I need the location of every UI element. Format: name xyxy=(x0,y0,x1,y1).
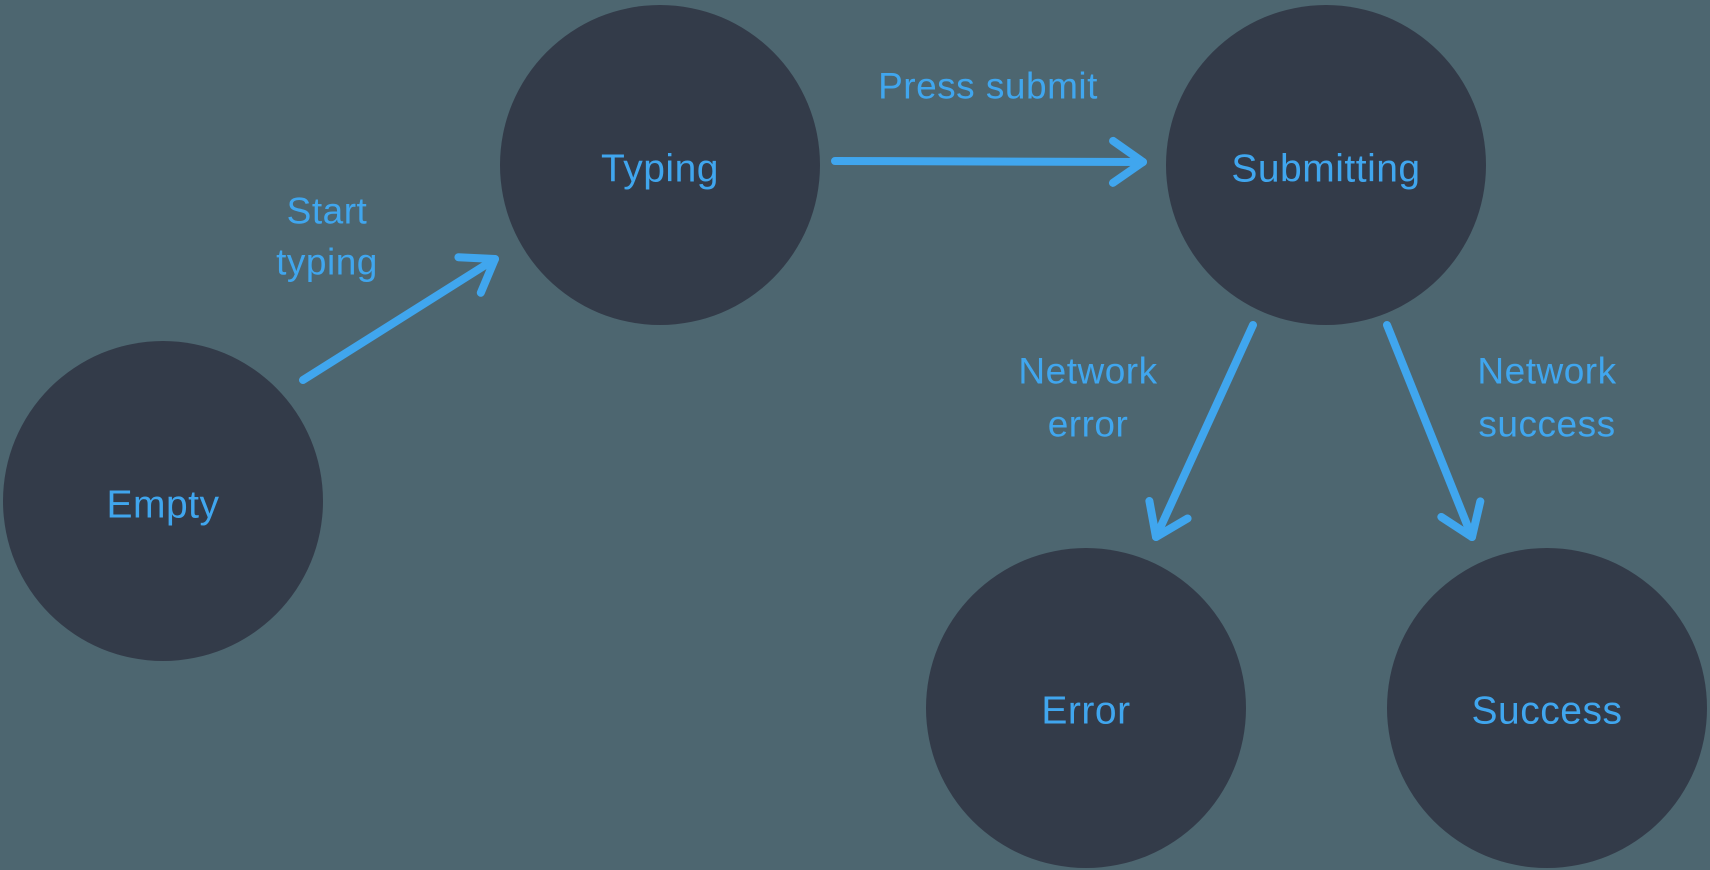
edge-label-network-success-line1: Network xyxy=(1477,351,1616,392)
node-label-submitting: Submitting xyxy=(1231,148,1420,191)
node-label-error: Error xyxy=(1041,690,1130,733)
empty-node-circle xyxy=(3,341,323,661)
arrow-submitting-to-success xyxy=(1383,321,1485,541)
state-node-success: Success xyxy=(1387,548,1707,868)
state-node-error: Error xyxy=(926,548,1246,868)
edge-label-press-submit: Press submit xyxy=(878,66,1098,107)
edge-label-network-error-line1: Network xyxy=(1018,351,1157,392)
node-label-success: Success xyxy=(1472,690,1623,733)
edge-submitting-to-error: Network error xyxy=(1018,321,1257,541)
success-node-circle xyxy=(1387,548,1707,868)
submitting-node-circle xyxy=(1166,5,1486,325)
edge-label-network-error-line2: error xyxy=(1048,404,1129,445)
edge-empty-to-typing: Start typing xyxy=(276,191,499,384)
edge-submitting-to-success: Network success xyxy=(1383,321,1616,541)
arrow-submitting-to-error xyxy=(1145,321,1257,541)
edge-label-start-typing-line1: Start xyxy=(287,191,368,232)
state-node-typing: Typing xyxy=(500,5,820,325)
edge-label-network-success-line2: success xyxy=(1478,404,1615,445)
error-node-circle xyxy=(926,548,1246,868)
state-node-empty: Empty xyxy=(3,341,323,661)
arrow-typing-to-submitting xyxy=(831,136,1147,187)
node-label-typing: Typing xyxy=(601,148,719,191)
typing-node-circle xyxy=(500,5,820,325)
node-label-empty: Empty xyxy=(106,484,219,527)
arrow-empty-to-typing xyxy=(299,253,499,384)
edge-typing-to-submitting: Press submit xyxy=(831,66,1147,187)
state-node-submitting: Submitting xyxy=(1166,5,1486,325)
edge-label-start-typing-line2: typing xyxy=(276,242,378,283)
